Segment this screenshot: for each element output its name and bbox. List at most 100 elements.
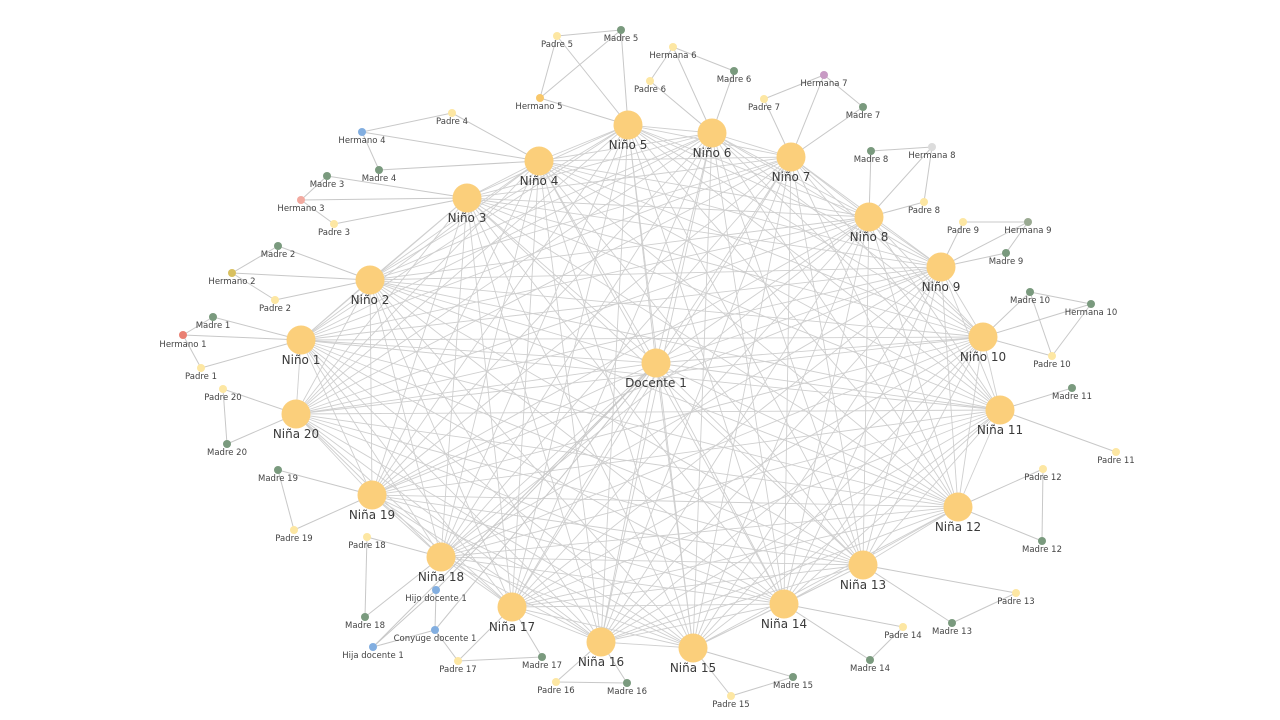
node-m7[interactable]: Madre 7: [846, 103, 881, 121]
node-c6-circle[interactable]: [697, 118, 727, 148]
node-p1[interactable]: Padre 1: [185, 364, 217, 382]
node-p2[interactable]: Padre 2: [259, 296, 291, 314]
node-p15[interactable]: Padre 15: [712, 692, 750, 710]
node-c19[interactable]: Niña 19: [349, 480, 395, 523]
node-m19[interactable]: Madre 19: [258, 466, 298, 484]
node-c7[interactable]: Niño 7: [772, 142, 811, 185]
node-c15-circle[interactable]: [678, 633, 708, 663]
node-h2[interactable]: Hermano 2: [208, 269, 256, 287]
node-m3-circle[interactable]: [323, 172, 331, 180]
node-p13-circle[interactable]: [1012, 589, 1020, 597]
node-c14-circle[interactable]: [769, 589, 799, 619]
node-p2-circle[interactable]: [271, 296, 279, 304]
node-m7-circle[interactable]: [859, 103, 867, 111]
node-p5[interactable]: Padre 5: [541, 32, 573, 50]
node-c18[interactable]: Niña 18: [418, 542, 464, 585]
node-p4-circle[interactable]: [448, 109, 456, 117]
node-hm6[interactable]: Hermana 6: [649, 43, 697, 61]
node-p6-circle[interactable]: [646, 77, 654, 85]
node-m12-circle[interactable]: [1038, 537, 1046, 545]
node-m13-circle[interactable]: [948, 619, 956, 627]
node-p7-circle[interactable]: [760, 95, 768, 103]
node-c2-circle[interactable]: [355, 265, 385, 295]
node-p17[interactable]: Padre 17: [439, 657, 477, 675]
node-p20[interactable]: Padre 20: [204, 385, 242, 403]
node-m14[interactable]: Madre 14: [850, 656, 890, 674]
node-h4[interactable]: Hermano 4: [338, 128, 386, 146]
node-m14-circle[interactable]: [866, 656, 874, 664]
node-p1-circle[interactable]: [197, 364, 205, 372]
node-p9[interactable]: Padre 9: [947, 218, 979, 236]
node-h10-circle[interactable]: [1087, 300, 1095, 308]
node-p11[interactable]: Padre 11: [1097, 448, 1135, 466]
node-hjd1[interactable]: Hija docente 1: [342, 643, 404, 661]
node-p18[interactable]: Padre 18: [348, 533, 386, 551]
node-p20-circle[interactable]: [219, 385, 227, 393]
node-m20[interactable]: Madre 20: [207, 440, 247, 458]
node-c18-circle[interactable]: [426, 542, 456, 572]
node-p17-circle[interactable]: [454, 657, 462, 665]
node-hd1-circle[interactable]: [432, 586, 440, 594]
node-p15-circle[interactable]: [727, 692, 735, 700]
node-c11[interactable]: Niña 11: [977, 395, 1023, 438]
node-c5-circle[interactable]: [613, 110, 643, 140]
node-c14[interactable]: Niña 14: [761, 589, 807, 632]
node-p10[interactable]: Padre 10: [1033, 352, 1071, 370]
node-p7[interactable]: Padre 7: [748, 95, 780, 113]
node-m15-circle[interactable]: [789, 673, 797, 681]
node-c9[interactable]: Niño 9: [922, 252, 961, 295]
node-p13[interactable]: Padre 13: [997, 589, 1035, 607]
node-m8[interactable]: Madre 8: [854, 147, 889, 165]
node-p12-circle[interactable]: [1039, 465, 1047, 473]
node-p16-circle[interactable]: [552, 678, 560, 686]
node-docente-circle[interactable]: [641, 348, 671, 378]
node-docente[interactable]: Docente 1: [625, 348, 687, 391]
node-c1[interactable]: Niño 1: [282, 325, 321, 368]
node-m20-circle[interactable]: [223, 440, 231, 448]
node-c5[interactable]: Niño 5: [609, 110, 648, 153]
node-h3[interactable]: Hermano 3: [277, 196, 325, 214]
node-m5-circle[interactable]: [617, 26, 625, 34]
node-h5[interactable]: Hermano 5: [515, 94, 563, 112]
node-m11-circle[interactable]: [1068, 384, 1076, 392]
node-hm8[interactable]: Hermana 8: [908, 143, 956, 161]
node-m4[interactable]: Madre 4: [362, 166, 397, 184]
node-c10-circle[interactable]: [968, 322, 998, 352]
node-m12[interactable]: Madre 12: [1022, 537, 1062, 555]
node-c13[interactable]: Niña 13: [840, 550, 886, 593]
node-h9-circle[interactable]: [1024, 218, 1032, 226]
node-c4-circle[interactable]: [524, 146, 554, 176]
node-m4-circle[interactable]: [375, 166, 383, 174]
node-m17-circle[interactable]: [538, 653, 546, 661]
node-c1-circle[interactable]: [286, 325, 316, 355]
node-m1-circle[interactable]: [209, 313, 217, 321]
node-m10[interactable]: Madre 10: [1010, 288, 1050, 306]
node-m10-circle[interactable]: [1026, 288, 1034, 296]
node-c15[interactable]: Niña 15: [670, 633, 716, 676]
node-c12[interactable]: Niña 12: [935, 492, 981, 535]
node-c13-circle[interactable]: [848, 550, 878, 580]
node-c7-circle[interactable]: [776, 142, 806, 172]
node-p6[interactable]: Padre 6: [634, 77, 666, 95]
node-m6-circle[interactable]: [730, 67, 738, 75]
node-p11-circle[interactable]: [1112, 448, 1120, 456]
node-hm7-circle[interactable]: [820, 71, 828, 79]
node-c8[interactable]: Niño 8: [850, 202, 889, 245]
node-c11-circle[interactable]: [985, 395, 1015, 425]
node-c3[interactable]: Niño 3: [448, 183, 487, 226]
node-hm6-circle[interactable]: [669, 43, 677, 51]
node-m16[interactable]: Madre 16: [607, 679, 647, 697]
node-h3-circle[interactable]: [297, 196, 305, 204]
node-c2[interactable]: Niño 2: [351, 265, 390, 308]
node-c20[interactable]: Niña 20: [273, 399, 319, 442]
node-c6[interactable]: Niño 6: [693, 118, 732, 161]
node-c17[interactable]: Niña 17: [489, 592, 535, 635]
node-hjd1-circle[interactable]: [369, 643, 377, 651]
node-h1[interactable]: Hermano 1: [159, 331, 207, 350]
node-c16[interactable]: Niña 16: [578, 627, 624, 670]
node-h9[interactable]: Hermana 9: [1004, 218, 1052, 236]
node-c4[interactable]: Niño 4: [520, 146, 559, 189]
node-p19-circle[interactable]: [290, 526, 298, 534]
node-hd1[interactable]: Hijo docente 1: [405, 586, 467, 604]
node-m17[interactable]: Madre 17: [522, 653, 562, 671]
